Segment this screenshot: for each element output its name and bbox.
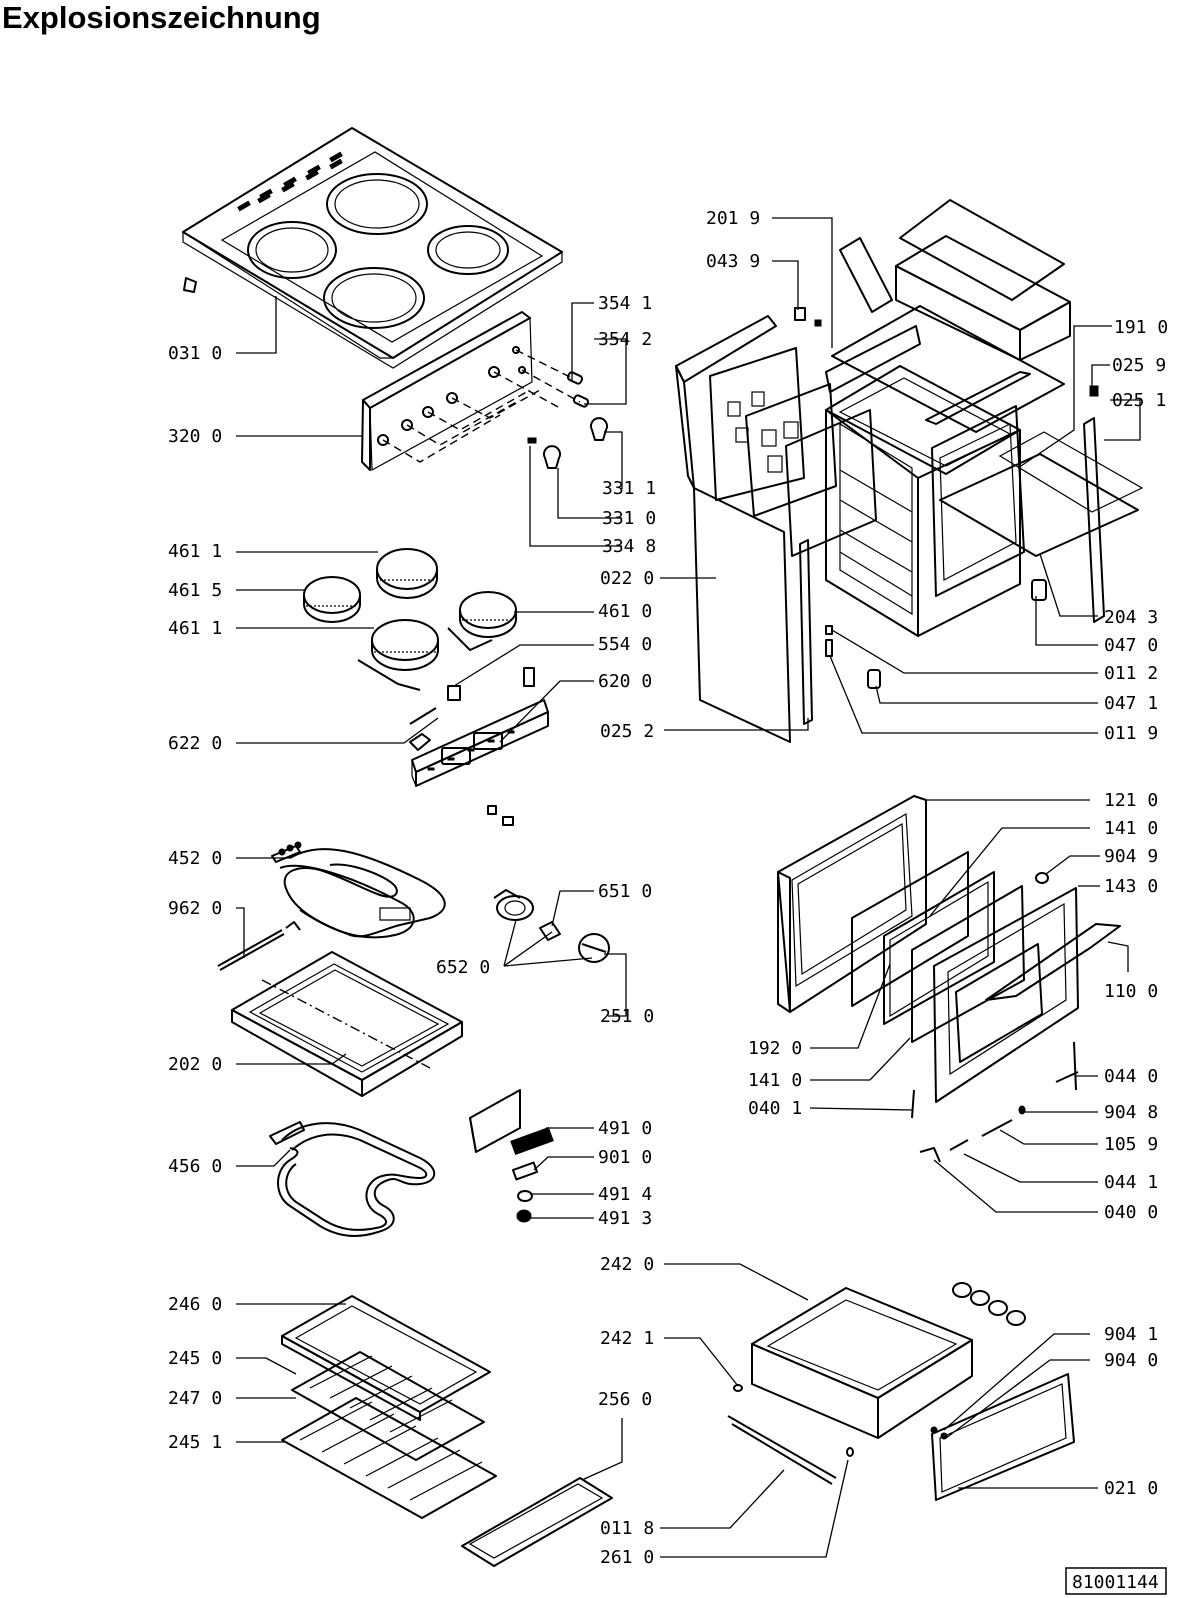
hob-top	[182, 127, 563, 369]
label-040-0: 040 0	[1104, 1202, 1158, 1223]
drawing-number: 81001144	[1072, 1572, 1159, 1593]
label-620-0: 620 0	[598, 671, 652, 692]
label-651-0: 651 0	[598, 881, 652, 902]
label-021-0: 021 0	[1104, 1478, 1158, 1499]
label-040-1: 040 1	[748, 1098, 802, 1119]
label-461-1-top: 461 1	[168, 541, 222, 562]
label-261-0: 261 0	[600, 1547, 654, 1568]
label-904-1: 904 1	[1104, 1324, 1158, 1345]
label-141-0-bottom: 141 0	[748, 1070, 802, 1091]
page-title: Explosionszeichnung	[2, 0, 321, 35]
label-025-1: 025 1	[1112, 390, 1166, 411]
label-191-0: 191 0	[1114, 317, 1168, 338]
label-204-3: 204 3	[1104, 607, 1158, 628]
trays-and-racks	[281, 1295, 613, 1567]
leader-lines	[236, 217, 1141, 1558]
label-554-0: 554 0	[598, 634, 652, 655]
label-251-0: 251 0	[600, 1006, 654, 1027]
label-031-0: 031 0	[168, 343, 222, 364]
label-143-0: 143 0	[1104, 876, 1158, 897]
label-246-0: 246 0	[168, 1294, 222, 1315]
label-025-2: 025 2	[600, 721, 654, 742]
label-011-2: 011 2	[1104, 663, 1158, 684]
label-247-0: 247 0	[168, 1388, 222, 1409]
terminal-block	[469, 1089, 554, 1223]
drawing-number-box: 81001144	[1065, 1567, 1167, 1595]
label-901-0: 901 0	[598, 1147, 652, 1168]
label-331-0: 331 0	[602, 508, 656, 529]
label-652-0: 652 0	[436, 957, 490, 978]
label-320-0: 320 0	[168, 426, 222, 447]
label-043-9: 043 9	[706, 251, 760, 272]
grill-element	[271, 841, 446, 939]
label-491-4: 491 4	[598, 1184, 652, 1205]
label-904-0: 904 0	[1104, 1350, 1158, 1371]
label-121-0: 121 0	[1104, 790, 1158, 811]
label-491-0: 491 0	[598, 1118, 652, 1139]
label-461-1-bottom: 461 1	[168, 618, 222, 639]
label-044-1: 044 1	[1104, 1172, 1158, 1193]
label-242-1: 242 1	[600, 1328, 654, 1349]
label-461-5: 461 5	[168, 580, 222, 601]
label-047-1: 047 1	[1104, 693, 1158, 714]
switch-plate	[409, 667, 549, 826]
baking-tray	[231, 951, 463, 1097]
label-192-0: 192 0	[748, 1038, 802, 1059]
label-110-0: 110 0	[1104, 981, 1158, 1002]
control-knobs	[303, 548, 517, 691]
label-011-8: 011 8	[600, 1518, 654, 1539]
label-904-8: 904 8	[1104, 1102, 1158, 1123]
label-245-0: 245 0	[168, 1348, 222, 1369]
label-904-9: 904 9	[1104, 846, 1158, 867]
oven-casing	[675, 199, 1144, 743]
label-354-1: 354 1	[598, 293, 652, 314]
grill-rod	[217, 921, 301, 971]
label-044-0: 044 0	[1104, 1066, 1158, 1087]
label-461-0: 461 0	[598, 601, 652, 622]
label-334-8: 334 8	[602, 536, 656, 557]
label-456-0: 456 0	[168, 1156, 222, 1177]
oven-lamp	[493, 889, 610, 963]
label-047-0: 047 0	[1104, 635, 1158, 656]
label-202-0: 202 0	[168, 1054, 222, 1075]
label-331-1: 331 1	[602, 478, 656, 499]
control-panel	[361, 311, 608, 471]
label-452-0: 452 0	[168, 848, 222, 869]
part-number-labels: 031 0 320 0 354 1 354 2 331 1 331 0 334 …	[168, 208, 1168, 1568]
label-022-0: 022 0	[600, 568, 654, 589]
label-011-9: 011 9	[1104, 723, 1158, 744]
label-354-2: 354 2	[598, 329, 652, 350]
label-245-1: 245 1	[168, 1432, 222, 1453]
label-141-0-top: 141 0	[1104, 818, 1158, 839]
label-201-9: 201 9	[706, 208, 760, 229]
oven-door	[777, 795, 1121, 1163]
label-256-0: 256 0	[598, 1389, 652, 1410]
label-025-9: 025 9	[1112, 355, 1166, 376]
label-622-0: 622 0	[168, 733, 222, 754]
storage-drawer	[727, 1282, 1075, 1501]
label-242-0: 242 0	[600, 1254, 654, 1275]
label-962-0: 962 0	[168, 898, 222, 919]
bottom-heater	[269, 1121, 436, 1237]
label-105-9: 105 9	[1104, 1134, 1158, 1155]
label-491-3: 491 3	[598, 1208, 652, 1229]
